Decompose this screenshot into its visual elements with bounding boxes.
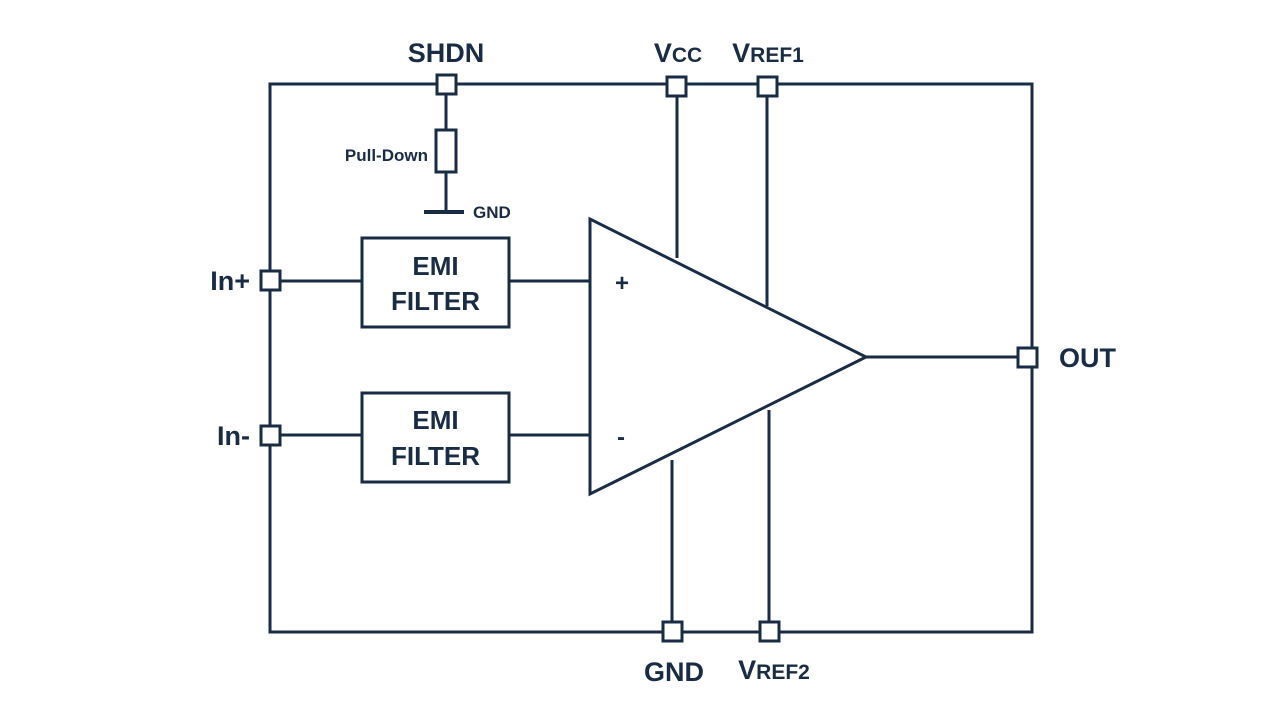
emi-filter-top-line1: EMI (412, 251, 458, 281)
op-amp-plus-sign: + (615, 270, 629, 297)
pin-in-plus (259, 269, 282, 292)
emi-filter-top (360, 236, 511, 329)
vref1-label: VREF1 (732, 38, 804, 68)
vref1-label-main: V (732, 38, 750, 68)
pulldown-gnd-label: GND (473, 203, 511, 222)
vref2-label-sub: REF2 (756, 661, 810, 684)
in-plus-label: In+ (210, 266, 250, 296)
vref2-label-main: V (738, 655, 756, 685)
emi-filter-bottom-line1: EMI (412, 405, 458, 435)
vcc-label: VCC (654, 38, 702, 68)
vref2-label: VREF2 (738, 655, 810, 685)
emi-filter-bottom (360, 391, 511, 484)
shdn-label: SHDN (408, 38, 485, 68)
pin-out (1016, 346, 1039, 369)
vcc-label-main: V (654, 38, 672, 68)
emi-filter-bottom-line2: FILTER (391, 441, 480, 471)
emi-filter-top-line2: FILTER (391, 286, 480, 316)
gnd-label: GND (644, 657, 704, 687)
pin-gnd (661, 620, 684, 643)
pulldown-label: Pull-Down (345, 146, 428, 165)
out-label: OUT (1059, 343, 1117, 373)
pin-vref2 (758, 620, 781, 643)
pin-in-minus (259, 424, 282, 447)
pin-vcc (665, 75, 688, 98)
in-minus-label: In- (217, 421, 250, 451)
pulldown-resistor (434, 128, 458, 174)
pin-vref1 (756, 75, 779, 98)
op-amp-triangle (588, 216, 870, 497)
op-amp-minus-sign: - (617, 424, 625, 451)
vcc-label-sub: CC (672, 44, 702, 67)
pin-shdn (435, 73, 458, 96)
vref1-label-sub: REF1 (750, 44, 804, 67)
